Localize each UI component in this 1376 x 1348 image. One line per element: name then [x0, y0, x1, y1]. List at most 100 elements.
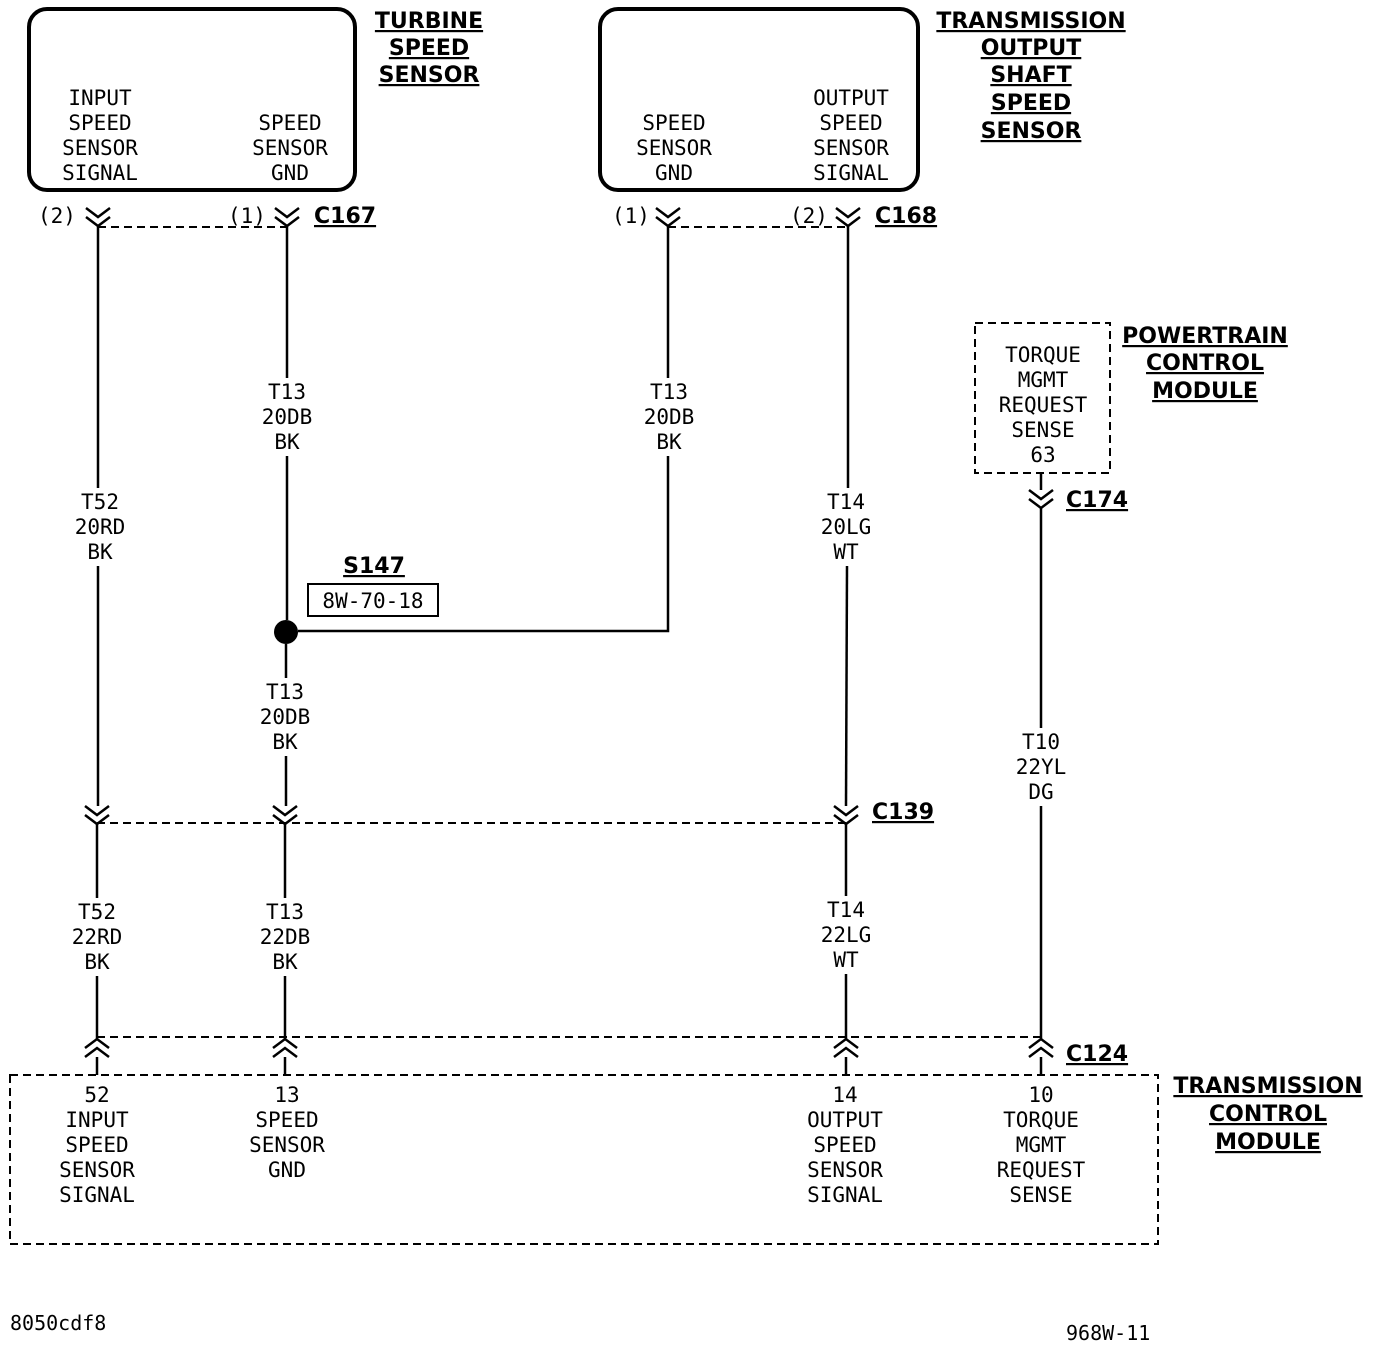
svg-text:TRANSMISSION: TRANSMISSION: [1173, 1074, 1362, 1099]
svg-text:20DB: 20DB: [644, 405, 695, 429]
svg-text:TORQUE: TORQUE: [1005, 343, 1081, 367]
pcm-pin-label: TORQUE MGMT REQUEST SENSE 63: [999, 343, 1088, 467]
tcm-pin-14-label: 14 OUTPUT SPEED SENSOR SIGNAL: [807, 1083, 883, 1207]
svg-text:MGMT: MGMT: [1016, 1133, 1067, 1157]
svg-text:CONTROL: CONTROL: [1209, 1102, 1327, 1127]
svg-text:SPEED: SPEED: [389, 36, 469, 61]
wire-label-t13-mid: T13 20DB BK: [260, 680, 311, 754]
output-speed-sensor-title: TRANSMISSION OUTPUT SHAFT SPEED SENSOR: [936, 9, 1125, 144]
splice-s147-label: S147: [343, 554, 405, 579]
turbine-ground-pin-label: SPEED SENSOR GND: [252, 111, 328, 185]
connector-label-c124: C124: [1066, 1042, 1128, 1067]
svg-text:SIGNAL: SIGNAL: [813, 161, 889, 185]
svg-text:WT: WT: [833, 948, 859, 972]
cavity-label: (1): [228, 204, 266, 228]
svg-text:20LG: 20LG: [821, 515, 872, 539]
svg-text:TURBINE: TURBINE: [375, 9, 483, 34]
figure-code-right: 968W-11: [1066, 1321, 1150, 1345]
svg-text:T14: T14: [827, 898, 865, 922]
svg-text:T52: T52: [78, 900, 116, 924]
svg-text:REQUEST: REQUEST: [999, 393, 1088, 417]
wire-label-t52-upper: T52 20RD BK: [75, 490, 126, 564]
svg-text:10: 10: [1028, 1083, 1053, 1107]
svg-text:GND: GND: [655, 161, 693, 185]
svg-text:SIGNAL: SIGNAL: [807, 1183, 883, 1207]
svg-text:TORQUE: TORQUE: [1003, 1108, 1079, 1132]
svg-text:BK: BK: [272, 950, 298, 974]
svg-text:INPUT: INPUT: [68, 86, 132, 110]
cavity-label: (1): [612, 204, 650, 228]
svg-text:REQUEST: REQUEST: [997, 1158, 1086, 1182]
svg-text:POWERTRAIN: POWERTRAIN: [1122, 324, 1288, 349]
svg-text:SENSOR: SENSOR: [636, 136, 712, 160]
connector-label-c139: C139: [872, 800, 934, 825]
wire-label-t10: T10 22YL DG: [1016, 730, 1067, 804]
tcm-title: TRANSMISSION CONTROL MODULE: [1173, 1074, 1362, 1155]
svg-text:14: 14: [832, 1083, 857, 1107]
svg-text:CONTROL: CONTROL: [1146, 351, 1264, 376]
tcm-pin-13-label: 13 SPEED SENSOR GND: [249, 1083, 325, 1182]
svg-text:SPEED: SPEED: [255, 1108, 318, 1132]
svg-text:22LG: 22LG: [821, 923, 872, 947]
splice-ref-box: [307, 583, 439, 617]
svg-text:SENSOR: SENSOR: [252, 136, 328, 160]
cavity-label: (2): [38, 204, 76, 228]
svg-text:OUTPUT: OUTPUT: [981, 36, 1082, 61]
svg-text:BK: BK: [84, 950, 110, 974]
svg-text:MGMT: MGMT: [1018, 368, 1069, 392]
wire-label-t14-upper: T14 20LG WT: [821, 490, 872, 564]
svg-text:T10: T10: [1022, 730, 1060, 754]
svg-text:SENSOR: SENSOR: [249, 1133, 325, 1157]
svg-text:T13: T13: [650, 380, 688, 404]
svg-text:BK: BK: [274, 430, 300, 454]
svg-text:SENSOR: SENSOR: [807, 1158, 883, 1182]
figure-code-left: 8050cdf8: [10, 1311, 106, 1335]
wire-label-t52-lower: T52 22RD BK: [72, 900, 123, 974]
svg-text:BK: BK: [656, 430, 682, 454]
terminal-chevrons: [84, 207, 1054, 1058]
turbine-input-pin-label: INPUT SPEED SENSOR SIGNAL: [62, 86, 138, 185]
turbine-speed-sensor-box: [27, 7, 357, 192]
svg-text:SENSE: SENSE: [1011, 418, 1074, 442]
svg-text:INPUT: INPUT: [65, 1108, 129, 1132]
output-sensor-ground-pin-label: SPEED SENSOR GND: [636, 111, 712, 185]
svg-text:BK: BK: [272, 730, 298, 754]
svg-text:GND: GND: [268, 1158, 306, 1182]
svg-text:SIGNAL: SIGNAL: [62, 161, 138, 185]
svg-text:SENSOR: SENSOR: [813, 136, 889, 160]
svg-text:TRANSMISSION: TRANSMISSION: [936, 9, 1125, 34]
tcm-pin-10-label: 10 TORQUE MGMT REQUEST SENSE: [997, 1083, 1086, 1207]
connector-label-c174: C174: [1066, 488, 1128, 513]
connector-label-c167: C167: [314, 204, 376, 229]
svg-text:T13: T13: [266, 680, 304, 704]
svg-text:BK: BK: [87, 540, 113, 564]
svg-text:SENSOR: SENSOR: [62, 136, 138, 160]
turbine-speed-sensor-title: TURBINE SPEED SENSOR: [375, 9, 483, 88]
svg-text:T52: T52: [81, 490, 119, 514]
splice-ref-label: 8W-70-18: [322, 589, 423, 613]
svg-text:SENSE: SENSE: [1009, 1183, 1072, 1207]
svg-text:SPEED: SPEED: [819, 111, 882, 135]
svg-text:SPEED: SPEED: [642, 111, 705, 135]
svg-text:20DB: 20DB: [260, 705, 311, 729]
svg-text:T13: T13: [266, 900, 304, 924]
svg-text:20DB: 20DB: [262, 405, 313, 429]
svg-text:SHAFT: SHAFT: [990, 63, 1071, 88]
tcm-pin-52-label: 52 INPUT SPEED SENSOR SIGNAL: [59, 1083, 135, 1207]
svg-text:22DB: 22DB: [260, 925, 311, 949]
svg-text:SPEED: SPEED: [258, 111, 321, 135]
svg-text:SIGNAL: SIGNAL: [59, 1183, 135, 1207]
svg-text:T13: T13: [268, 380, 306, 404]
svg-text:22YL: 22YL: [1016, 755, 1067, 779]
svg-text:SENSOR: SENSOR: [981, 119, 1082, 144]
svg-text:SPEED: SPEED: [991, 91, 1071, 116]
connector-label-c168: C168: [875, 204, 937, 229]
output-sensor-signal-pin-label: OUTPUT SPEED SENSOR SIGNAL: [813, 86, 889, 185]
svg-text:MODULE: MODULE: [1215, 1130, 1321, 1155]
tcm-box: [9, 1074, 1159, 1245]
wire-label-t13-upper-left: T13 20DB BK: [262, 380, 313, 454]
svg-text:SPEED: SPEED: [813, 1133, 876, 1157]
svg-text:13: 13: [274, 1083, 299, 1107]
svg-text:22RD: 22RD: [72, 925, 123, 949]
